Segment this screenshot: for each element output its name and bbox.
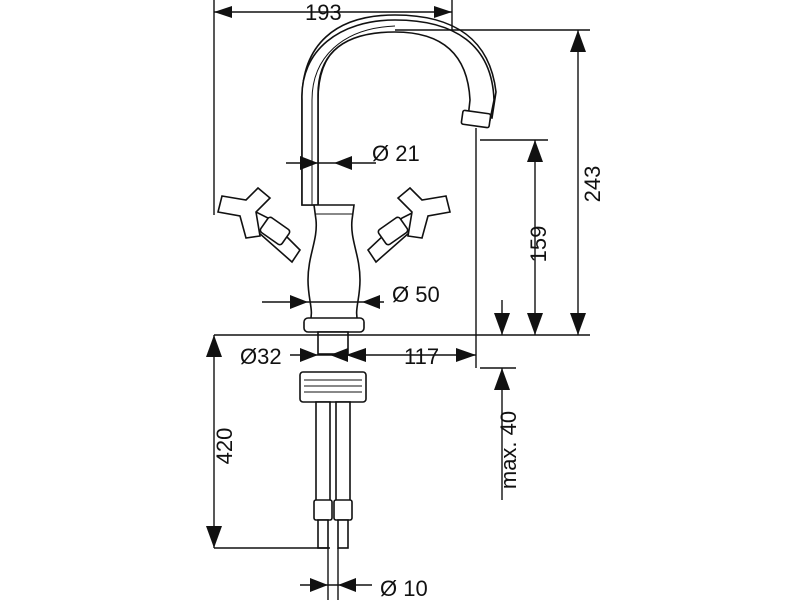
dim-193-label: 193 — [305, 0, 342, 25]
faucet-drawing — [217, 14, 497, 549]
dim-243-label: 243 — [580, 166, 605, 203]
dim-d10-label: Ø 10 — [380, 576, 428, 600]
dim-117-label: 117 — [404, 344, 439, 369]
supply-hoses — [313, 401, 353, 549]
dim-d32-label: Ø32 — [240, 344, 282, 369]
spout-tube — [301, 19, 495, 206]
mixer-body — [307, 204, 361, 323]
dim-d21-label: Ø 21 — [372, 141, 420, 166]
dimension-lines — [206, 0, 590, 600]
dim-max40-label: max. 40 — [496, 411, 521, 489]
dim-d50-label: Ø 50 — [392, 282, 440, 307]
right-cross-handle — [366, 186, 451, 264]
dim-420-label: 420 — [212, 428, 237, 465]
left-cross-handle — [217, 186, 302, 264]
spout-inner-line — [311, 25, 396, 205]
body-base-ring — [303, 317, 365, 333]
spout-aerator — [460, 109, 492, 129]
mounting-nut — [299, 371, 367, 403]
dim-159-label: 159 — [526, 226, 551, 263]
